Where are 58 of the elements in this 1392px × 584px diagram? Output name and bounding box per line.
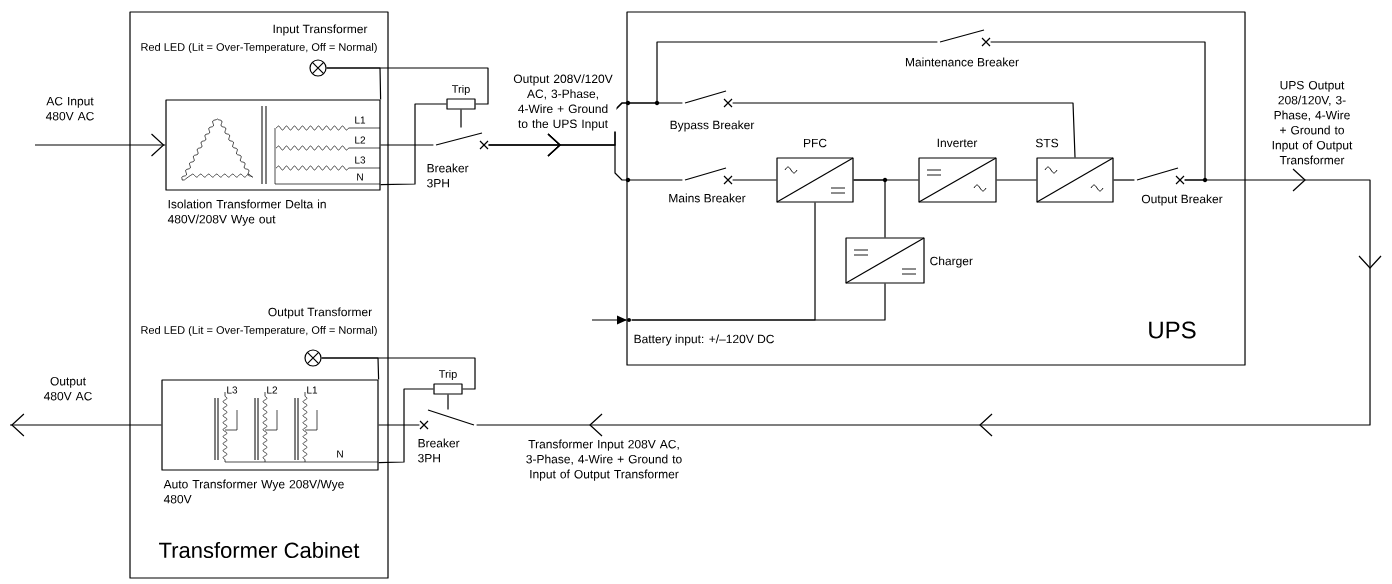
converter-box: PFC bbox=[776, 138, 854, 203]
circuit-breaker: Breaker 3PH bbox=[427, 132, 489, 188]
wire bbox=[990, 41, 1206, 181]
terminal-label: L2 bbox=[267, 386, 278, 394]
wire bbox=[853, 179, 886, 238]
terminal-label: N bbox=[337, 450, 343, 458]
terminal-label: L1 bbox=[307, 386, 318, 394]
terminal-label: N bbox=[357, 173, 363, 181]
terminal-label: L2 bbox=[355, 136, 366, 144]
wire bbox=[326, 67, 489, 105]
circuit-breaker: Maintenance Breaker bbox=[905, 29, 1019, 67]
edge-label: Output 480V AC bbox=[32, 375, 104, 402]
node-label: PFC bbox=[804, 138, 827, 148]
arrow bbox=[34, 133, 166, 157]
terminal-label: L1 bbox=[355, 116, 366, 124]
note-text: Battery input: +/–120V DC bbox=[634, 334, 774, 346]
wire bbox=[1113, 179, 1135, 181]
trip-coil: Trip bbox=[433, 369, 463, 395]
converter-box: Inverter bbox=[918, 138, 997, 203]
node-label: Trip bbox=[438, 369, 457, 381]
wire bbox=[378, 388, 434, 464]
arrow bbox=[9, 413, 162, 437]
terminal-label: L3 bbox=[355, 156, 366, 164]
node-label: Red LED (Lit = Over-Temperature, Off = Normal) bbox=[141, 42, 377, 54]
edge-label: Output 208V/120V AC, 3-Phase, 4-Wire + Ground to the UPS Input bbox=[509, 73, 617, 132]
led-lamp: Input Transformer Red LED (Lit = Over-Temperature, Off = Normal) bbox=[141, 24, 377, 77]
wire bbox=[996, 179, 1037, 181]
wire bbox=[732, 179, 777, 181]
node-label: Input Transformer bbox=[273, 24, 368, 36]
node-label: Inverter bbox=[937, 138, 978, 148]
wire bbox=[460, 109, 462, 128]
wire bbox=[380, 144, 434, 146]
node-label: STS bbox=[1035, 138, 1059, 148]
node-label: Output Transformer bbox=[268, 307, 372, 319]
wire bbox=[447, 394, 449, 410]
terminal-label: L3 bbox=[227, 386, 238, 394]
wire bbox=[631, 283, 886, 321]
converter-box: Charger bbox=[845, 237, 973, 284]
circuit-breaker: Bypass Breaker bbox=[670, 90, 755, 132]
circuit-breaker: Breaker 3PH bbox=[418, 409, 475, 463]
edge-label: UPS Output 208/120V, 3-Phase, 4-Wire + Ground to Input of Output Transformer bbox=[1263, 79, 1361, 166]
circuit-breaker: Mains Breaker bbox=[669, 167, 746, 203]
converter-box: STS bbox=[1035, 138, 1114, 203]
node-label: Red LED (Lit = Over-Temperature, Off = Normal) bbox=[141, 325, 377, 337]
wire bbox=[380, 103, 447, 186]
circuit-breaker: Output Breaker bbox=[1136, 167, 1223, 206]
edge-label: AC Input 480V AC bbox=[34, 95, 106, 122]
wire bbox=[378, 424, 420, 426]
node-label: Auto Transformer Wye 208V/Wye 480V bbox=[163, 479, 344, 504]
wire bbox=[732, 102, 1076, 158]
trip-coil: Trip bbox=[446, 84, 476, 110]
led-lamp: Output Transformer Red LED (Lit = Over-Temperature, Off = Normal) bbox=[141, 307, 377, 367]
node-label: Trip bbox=[451, 84, 470, 96]
note-text: Transformer Input 208V AC, 3-Phase, 4-Wire + Ground to Input of Output Transformer bbox=[526, 439, 682, 481]
node-label: Isolation Transformer Delta in 480V/208V Wye out bbox=[167, 199, 326, 226]
wire bbox=[321, 357, 476, 390]
node-label: Charger bbox=[930, 256, 973, 268]
arrow bbox=[591, 315, 627, 325]
